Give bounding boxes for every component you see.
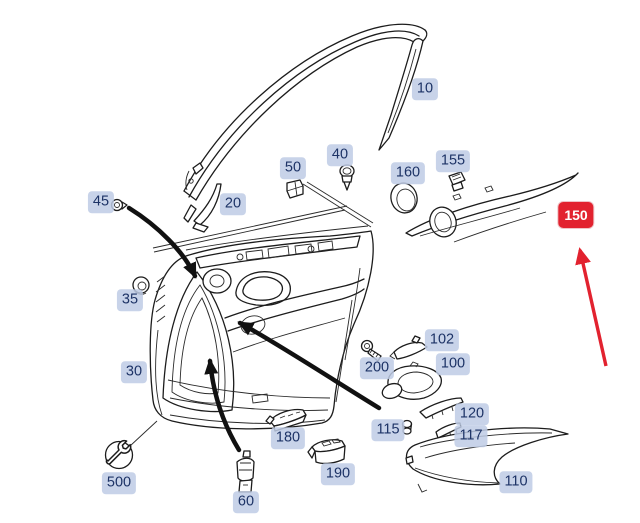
part-label-500: 500 (101, 472, 137, 494)
part-mirror-triangle-trim-20 (183, 183, 222, 233)
part-label-20: 20 (219, 193, 247, 215)
part-label-200: 200 (359, 357, 395, 379)
part-armrest-110 (405, 427, 569, 493)
part-clip-155 (448, 171, 466, 192)
part-label-110: 110 (499, 471, 533, 493)
part-label-160: 160 (390, 162, 426, 184)
pointer-arrows (126, 205, 382, 453)
part-label-60: 60 (232, 491, 260, 513)
part-label-102: 102 (424, 329, 460, 351)
part-lamp-180 (265, 408, 307, 432)
part-label-100: 100 (435, 353, 471, 375)
wrench-symbol-500 (104, 420, 158, 470)
part-pull-handle-100 (381, 361, 442, 400)
part-label-10: 10 (411, 78, 439, 100)
part-switch-block-50 (286, 179, 304, 199)
part-label-45: 45 (87, 191, 115, 213)
part-label-155: 155 (435, 150, 471, 172)
part-speaker-ring-160 (390, 182, 418, 214)
part-label-35: 35 (116, 289, 144, 311)
part-label-40: 40 (326, 144, 354, 166)
part-label-50: 50 (279, 157, 307, 179)
part-door-trim-panel-30 (149, 225, 374, 430)
part-clip-40 (339, 164, 355, 191)
part-window-switch-60 (236, 450, 255, 493)
part-window-frame-trim-10 (183, 23, 428, 201)
part-label-30: 30 (120, 361, 148, 383)
part-trim-strip-120 (419, 397, 464, 420)
highlight-arrow-150 (575, 247, 608, 367)
belt-line-strip (152, 181, 547, 253)
part-label-150-highlighted: 150 (558, 202, 594, 228)
part-label-117: 117 (454, 425, 488, 447)
part-label-120: 120 (454, 403, 490, 425)
part-switch-unit-190 (307, 438, 346, 465)
part-bracket-102 (389, 335, 428, 360)
part-label-115: 115 (371, 419, 405, 441)
part-label-190: 190 (320, 463, 356, 485)
part-upper-trim-blade-150 (405, 172, 579, 238)
part-label-180: 180 (270, 427, 306, 449)
